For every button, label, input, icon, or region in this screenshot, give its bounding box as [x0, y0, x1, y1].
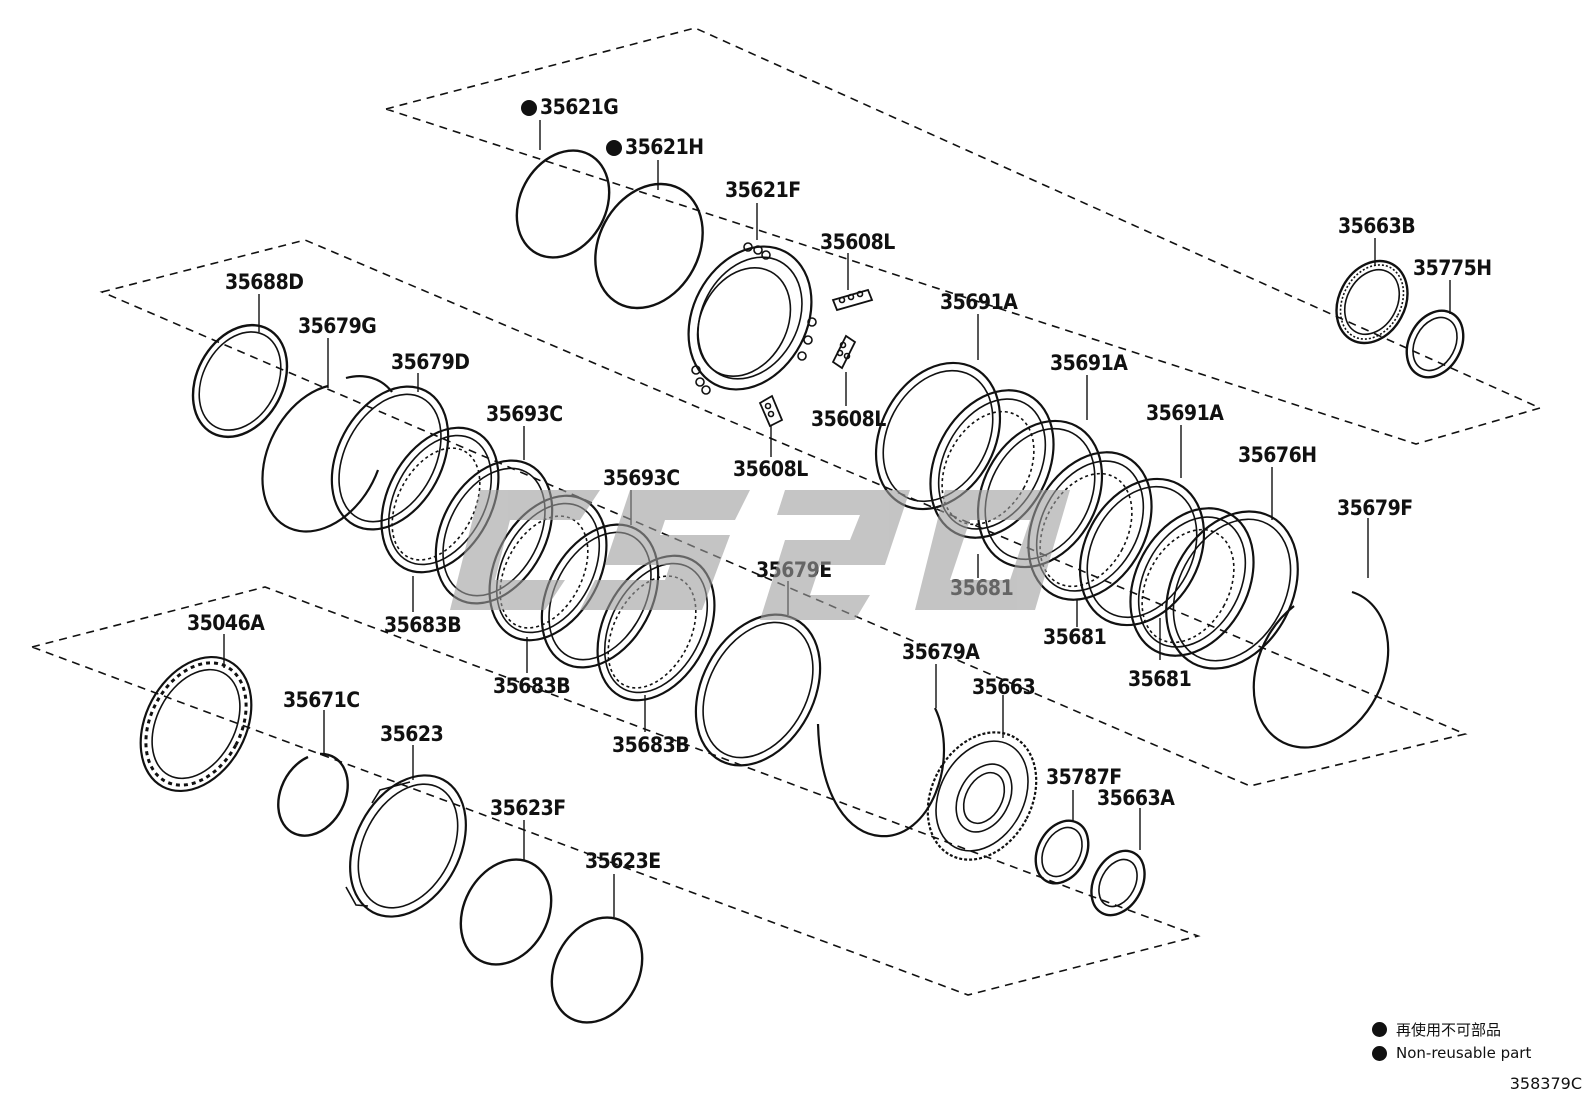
spring-35608L-top[interactable] — [831, 288, 874, 312]
part-label[interactable]: 35683B — [384, 613, 462, 637]
part-labels: 35621G 35621H 35621F 35608L 35608L 35608… — [187, 95, 1492, 873]
part-label[interactable]: 35681 — [1128, 667, 1192, 691]
part-label[interactable]: 35608L — [811, 407, 887, 431]
spring-35608L-mid[interactable] — [831, 334, 857, 370]
part-label[interactable]: 35623F — [490, 796, 566, 820]
part-label[interactable]: 35688D — [225, 270, 304, 294]
part-label[interactable]: 35663 — [972, 675, 1036, 699]
race-35663A[interactable] — [1081, 842, 1155, 925]
disc-35683B-2[interactable] — [466, 476, 630, 661]
part-label[interactable]: 35683B — [612, 733, 690, 757]
part-label[interactable]: 35621H — [625, 135, 704, 159]
part-label[interactable]: 35679A — [902, 640, 981, 664]
part-label[interactable]: 35691A — [940, 290, 1019, 314]
part-label[interactable]: 35608L — [733, 457, 809, 481]
part-label[interactable]: 35679F — [1337, 496, 1413, 520]
part-label[interactable]: 35623 — [380, 722, 444, 746]
part-label[interactable]: 35693C — [486, 402, 563, 426]
ring-35688D[interactable] — [174, 309, 305, 454]
part-label[interactable]: 35693C — [603, 466, 680, 490]
disc-35683B-1[interactable] — [358, 408, 522, 593]
non-reusable-marker-35621H — [606, 140, 622, 156]
snap-ring-35671C[interactable] — [277, 752, 349, 837]
retainer-35623[interactable] — [327, 755, 489, 936]
plate-35679D[interactable] — [308, 366, 471, 549]
group-box-middle — [99, 239, 1468, 787]
o-ring-35623E[interactable] — [534, 902, 660, 1039]
disc-35681-2[interactable] — [1004, 431, 1176, 621]
spring-35608L-bottom[interactable] — [758, 394, 784, 428]
part-label[interactable]: 35775H — [1413, 256, 1492, 280]
washer-35787F[interactable] — [1025, 812, 1098, 893]
part-label[interactable]: 35679D — [391, 350, 470, 374]
part-label[interactable]: 35679E — [756, 558, 832, 582]
disc-35683B-3[interactable] — [574, 536, 738, 721]
part-label[interactable]: 35623E — [585, 849, 661, 873]
part-label[interactable]: 35608L — [820, 230, 896, 254]
group-box-upper — [383, 27, 1543, 445]
part-label[interactable]: 35676H — [1238, 443, 1317, 467]
part-label[interactable]: 35787F — [1046, 765, 1122, 789]
bearing-35663B[interactable] — [1323, 249, 1422, 356]
part-label[interactable]: 35663B — [1338, 214, 1416, 238]
snap-ring-35679A[interactable] — [816, 707, 945, 838]
plate-35691A-3[interactable] — [1056, 457, 1229, 646]
part-label[interactable]: 35621G — [540, 95, 619, 119]
legend-item-en: Non-reusable part — [1372, 1044, 1531, 1062]
leader-lines — [223, 120, 1451, 917]
o-ring-35623F[interactable] — [443, 844, 569, 981]
non-reusable-dot-icon — [1372, 1045, 1387, 1061]
plate-35691A-1[interactable] — [852, 341, 1025, 530]
race-35775H[interactable] — [1396, 301, 1475, 387]
part-label[interactable]: 35683B — [493, 674, 571, 698]
snap-ring-35679F[interactable] — [1252, 590, 1390, 749]
group-box-lower — [29, 586, 1201, 996]
part-label[interactable]: 35046A — [187, 611, 266, 635]
diagram-code: 358379C — [1509, 1074, 1582, 1093]
plate-35679E[interactable] — [671, 593, 845, 787]
snap-ring-35679G-gap — [345, 375, 393, 393]
part-label[interactable]: 35679G — [298, 314, 377, 338]
non-reusable-dot-icon — [1372, 1022, 1387, 1037]
part-label[interactable]: 35681 — [1043, 625, 1107, 649]
o-ring-35621G[interactable] — [499, 134, 628, 273]
legend-item-jp: 再使用不可部品 — [1372, 1019, 1501, 1040]
legend-text-en: Non-reusable part — [1396, 1044, 1532, 1062]
spring-35046A[interactable] — [119, 638, 274, 810]
non-reusable-marker-35621G — [521, 100, 537, 116]
part-label[interactable]: 35691A — [1050, 351, 1129, 375]
plate-35676H[interactable] — [1140, 489, 1324, 692]
part-label[interactable]: 35663A — [1097, 786, 1176, 810]
o-ring-35621H[interactable] — [574, 165, 723, 327]
piston-35621F[interactable] — [664, 225, 835, 411]
legend-text-jp: 再使用不可部品 — [1396, 1021, 1502, 1039]
part-label[interactable]: 35621F — [725, 178, 801, 202]
part-label[interactable]: 35671C — [283, 688, 360, 712]
hub-35663[interactable] — [906, 713, 1057, 878]
snap-ring-35679G[interactable] — [261, 384, 380, 533]
part-label[interactable]: 35691A — [1146, 401, 1225, 425]
part-label[interactable]: 35681 — [950, 576, 1014, 600]
